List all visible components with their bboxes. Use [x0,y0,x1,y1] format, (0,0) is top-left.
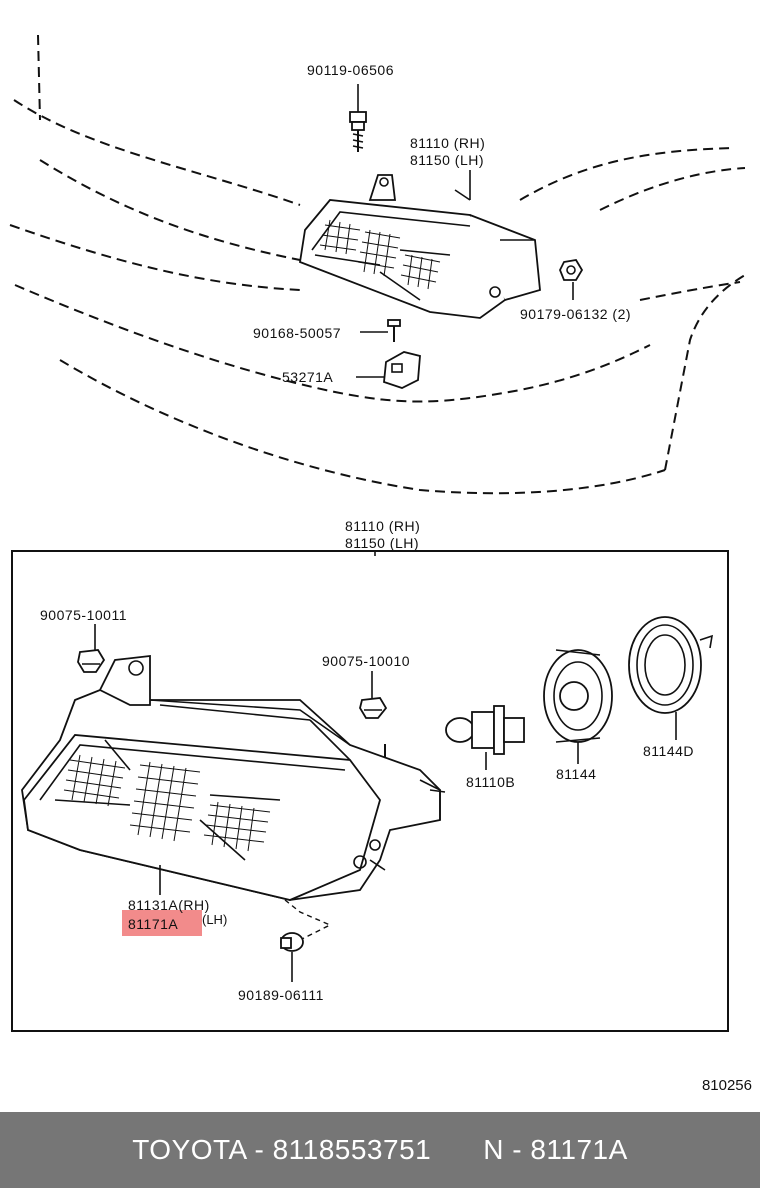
part-highlight [122,910,202,936]
socket-part-label: 81144 [556,766,596,782]
screw-part-label: 90168-50057 [253,325,341,341]
unit-lh-part-label: 81171A [128,916,178,932]
bracket-icon [356,351,421,389]
box-title-lh: 81150 (LH) [345,535,419,551]
headlamp-unit-icon [21,654,446,941]
unit-rh-part-label: 81131A(RH) [128,897,210,913]
clip-mid-part-label: 90075-10010 [322,653,410,669]
nut-part-label: 90179-06132 (2) [520,306,631,322]
exploded-view-frame [11,550,729,1032]
bulb-part-label: 81110B [466,774,515,790]
parts-diagram: 90119-06506 81110 (RH) 81150 (LH) 90179-… [9,34,746,1032]
footer-brand-part-number: TOYOTA - 8118553751 [132,1134,432,1165]
socket-icon [543,649,613,764]
footer-bar: TOYOTA - 8118553751 N - 81171A [0,1112,760,1188]
bolt-part-label: 90119-06506 [307,62,394,78]
unit-lh-suffix-label: (LH) [202,912,227,927]
cover-part-label: 81144D [643,743,694,759]
clip-left-icon [77,624,106,673]
footer-reference: N - 81171A [483,1134,628,1165]
body-outline [9,34,746,495]
bolt-icon [349,104,367,152]
clip-mid-icon [359,671,388,719]
grommet-icon [280,932,304,982]
cover-icon [628,616,714,740]
top-lens-grid [314,219,451,301]
top-headlamp-icon [298,174,541,319]
bracket-part-label: 53271A [282,369,333,385]
grommet-part-label: 90189-06111 [238,987,324,1003]
clip-left-part-label: 90075-10011 [40,607,127,623]
screw-icon [360,319,401,342]
box-title-rh: 81110 (RH) [345,518,420,534]
bulb-icon [445,705,525,770]
unit-lens-grid [54,739,281,861]
nut-icon [559,259,584,300]
diagram-code: 810256 [701,1077,752,1094]
top-headlamp-rh-label: 81110 (RH) [410,135,485,151]
top-headlamp-lh-label: 81150 (LH) [410,152,484,168]
